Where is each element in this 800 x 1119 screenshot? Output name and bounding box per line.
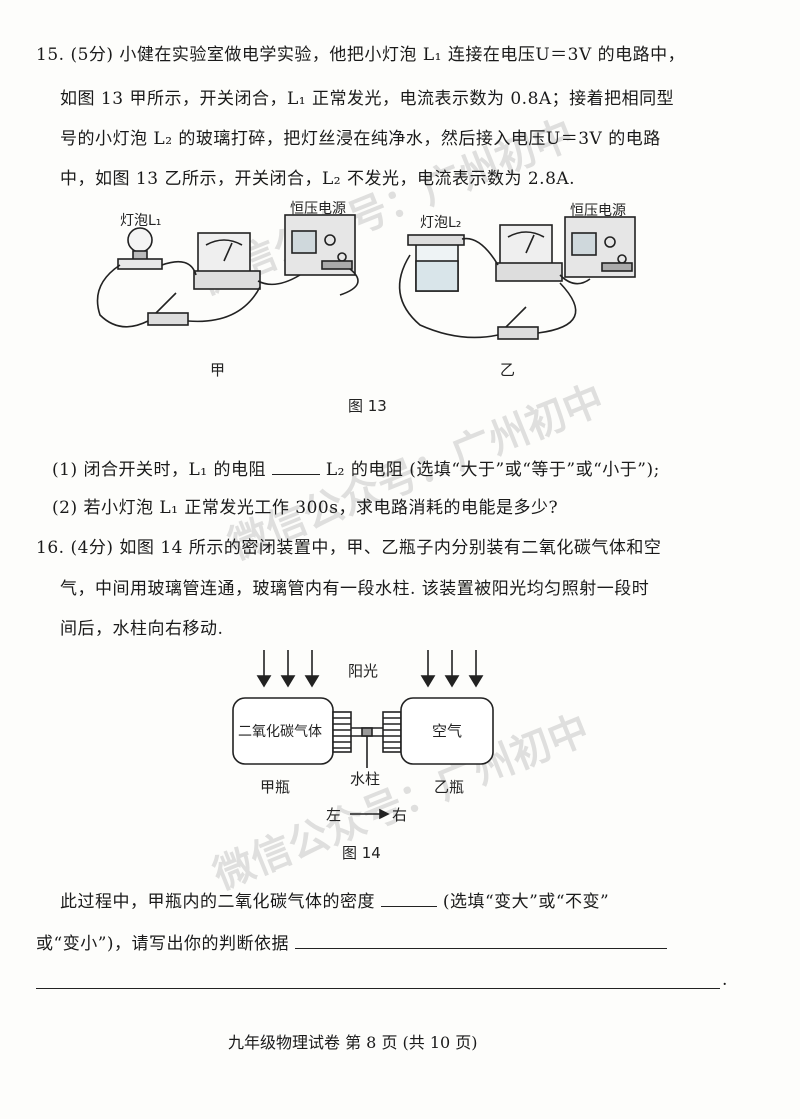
left-gas-label: 二氧化碳气体 [238, 724, 322, 740]
left-bottle-label: 甲瓶 [260, 778, 290, 796]
q15-sub1-text-2: L₂ 的电阻 (选填“大于”或“等于”或“小于”); [325, 460, 660, 480]
q15-sub-2: (2) 若小灯泡 L₁ 正常发光工作 300s，求电路消耗的电能是多少? [52, 498, 559, 518]
circuit-a [96, 214, 359, 328]
q15-line-3: 号的小灯泡 L₂ 的玻璃打碎，把灯丝浸在纯净水，然后接入电压U＝3V 的电路 [60, 129, 661, 149]
right-gas-label: 空气 [432, 722, 462, 740]
q15-line-2: 如图 13 甲所示，开关闭合，L₁ 正常发光，电流表示数为 0.8A；接着把相同… [60, 89, 675, 109]
sunlight-label: 阳光 [348, 662, 378, 680]
answer-line-reason[interactable] [294, 934, 667, 949]
caption-b: 乙 [500, 361, 515, 379]
caption-a: 甲 [210, 361, 225, 379]
q15-line-1: 15. (5分) 小健在实验室做电学实验，他把小灯泡 L₁ 连接在电压U＝3V … [36, 45, 686, 65]
page-footer: 九年级物理试卷 第 8 页 (共 10 页) [228, 1033, 478, 1052]
figure-13-circuit: 灯泡L₁ 恒压电源 灯泡L₂ 恒压电源 甲 乙 图 13 [96, 201, 636, 415]
bulb-label-b: 灯泡L₂ [420, 215, 461, 231]
q16-line-1: 16. (4分) 如图 14 所示的密闭装置中，甲、乙瓶子内分别装有二氧化碳气体… [36, 538, 662, 558]
circuit-b [398, 216, 636, 340]
figure-14-apparatus: 阳光 二氧化碳气体 空气 甲瓶 水柱 乙瓶 左 右 图 14 [232, 650, 494, 862]
answer-line-full[interactable] [36, 988, 720, 989]
answer-blank-1[interactable] [271, 460, 320, 475]
source-label-b: 恒压电源 [570, 203, 626, 219]
bulb-label-a: 灯泡L₁ [120, 213, 161, 229]
right-direction-label: 右 [392, 806, 407, 824]
q16-answer-line-2: 或“变小”)，请写出你的判断依据 [36, 929, 667, 954]
figure-13-title: 图 13 [348, 397, 387, 415]
end-mark: . [722, 970, 728, 990]
right-bottle-label: 乙瓶 [434, 778, 464, 796]
q16-ans1-text: 此过程中，甲瓶内的二氧化碳气体的密度 [60, 892, 375, 912]
q16-answer-line-1: 此过程中，甲瓶内的二氧化碳气体的密度 (选填“变大”或“不变” [60, 887, 609, 912]
left-direction-label: 左 [326, 806, 341, 824]
q15-line-4: 中，如图 13 乙所示，开关闭合，L₂ 不发光，电流表示数为 2.8A. [60, 169, 576, 189]
answer-blank-2[interactable] [380, 892, 437, 907]
q16-ans2-text: 或“变小”)，请写出你的判断依据 [36, 934, 290, 954]
figure-14-title: 图 14 [342, 844, 381, 862]
q16-ans1-text-2: (选填“变大”或“不变” [442, 892, 610, 912]
water-label: 水柱 [350, 770, 380, 788]
q15-sub-1: (1) 闭合开关时，L₁ 的电阻 L₂ 的电阻 (选填“大于”或“等于”或“小于… [52, 455, 660, 480]
q16-line-3: 间后，水柱向右移动. [60, 619, 224, 639]
q15-sub1-text: (1) 闭合开关时，L₁ 的电阻 [52, 460, 266, 480]
source-label-a: 恒压电源 [290, 201, 346, 217]
q16-line-2: 气，中间用玻璃管连通，玻璃管内有一段水柱. 该装置被阳光均匀照射一段时 [60, 579, 650, 599]
